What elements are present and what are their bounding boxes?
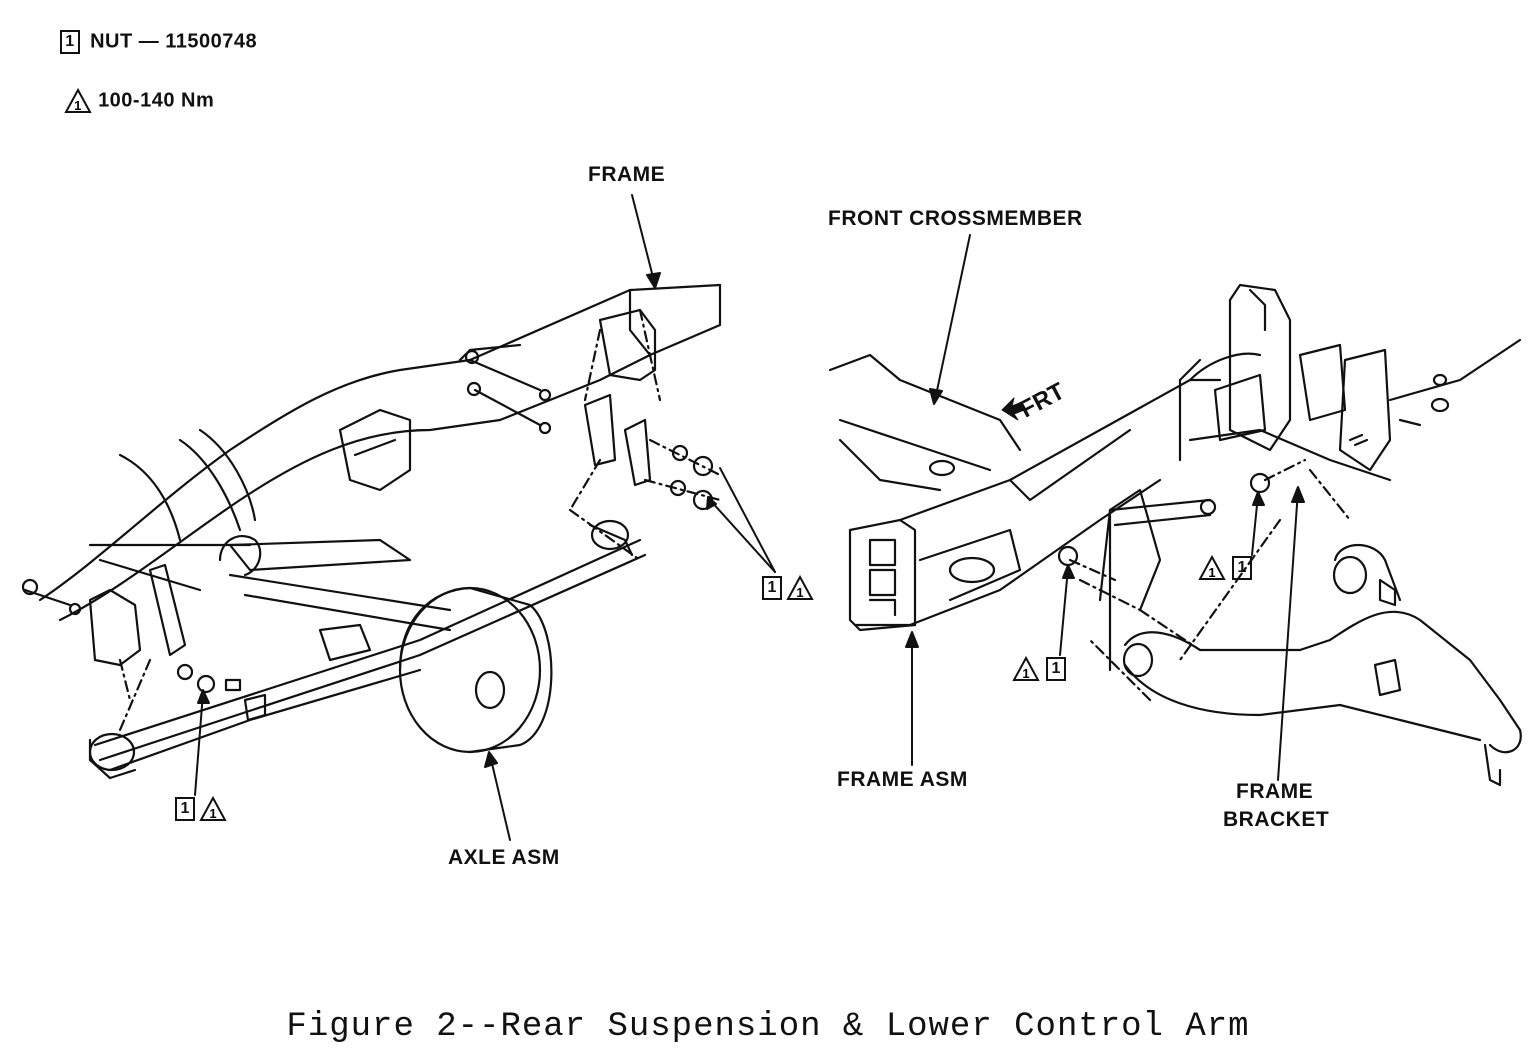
label-frame-asm: FRAME ASM xyxy=(837,768,968,791)
label-frame-bracket-line2: BRACKET xyxy=(1223,808,1330,831)
frame-bracket xyxy=(1178,283,1522,482)
rear-shackle-rear xyxy=(118,308,722,732)
torque-triangle-icon: 1 xyxy=(64,88,92,113)
nut-text: NUT — 11500748 xyxy=(90,30,258,53)
callout-nut-box: 1 xyxy=(1046,657,1066,681)
label-axle-asm: AXLE ASM xyxy=(448,846,560,869)
rear-crossmember xyxy=(218,408,412,577)
rear-axle xyxy=(228,573,553,754)
label-front-crossmember: FRONT CROSSMEMBER xyxy=(828,207,1083,230)
legend-nut: 1 NUT — 11500748 xyxy=(60,30,257,54)
svg-text:1: 1 xyxy=(796,585,803,600)
torque-triangle-icon: 1 xyxy=(1198,555,1226,580)
frt-arrow-icon xyxy=(1001,397,1025,421)
callout-nut-box: 1 xyxy=(1232,556,1252,580)
rear-leaders xyxy=(194,194,776,841)
label-frame-bracket-line1: FRAME xyxy=(1236,780,1314,803)
rear-leaf-spring xyxy=(88,519,647,780)
callout-nut-box: 1 xyxy=(762,576,782,600)
legend-torque: 1 100-140 Nm xyxy=(64,88,214,114)
rear-frame-rail xyxy=(38,283,722,622)
svg-text:1: 1 xyxy=(209,806,216,821)
svg-text:1: 1 xyxy=(1208,565,1215,580)
lower-control-arm xyxy=(1122,544,1522,787)
torque-text: 100-140 Nm xyxy=(98,89,215,112)
torque-triangle-icon: 1 xyxy=(786,575,814,600)
callout-nut-box: 1 xyxy=(175,797,195,821)
svg-text:1: 1 xyxy=(1022,666,1029,681)
torque-triangle-icon: 1 xyxy=(1012,656,1040,681)
figure-caption: Figure 2--Rear Suspension & Lower Contro… xyxy=(286,1008,1250,1046)
rear-shackle-front xyxy=(21,563,242,694)
front-leaders xyxy=(905,234,1305,781)
svg-text:1: 1 xyxy=(74,98,82,113)
nut-number-box: 1 xyxy=(60,30,80,54)
torque-triangle-icon: 1 xyxy=(199,796,227,821)
label-frame: FRAME xyxy=(588,163,666,186)
front-bolts xyxy=(1057,458,1352,702)
front-frame xyxy=(828,352,1262,632)
